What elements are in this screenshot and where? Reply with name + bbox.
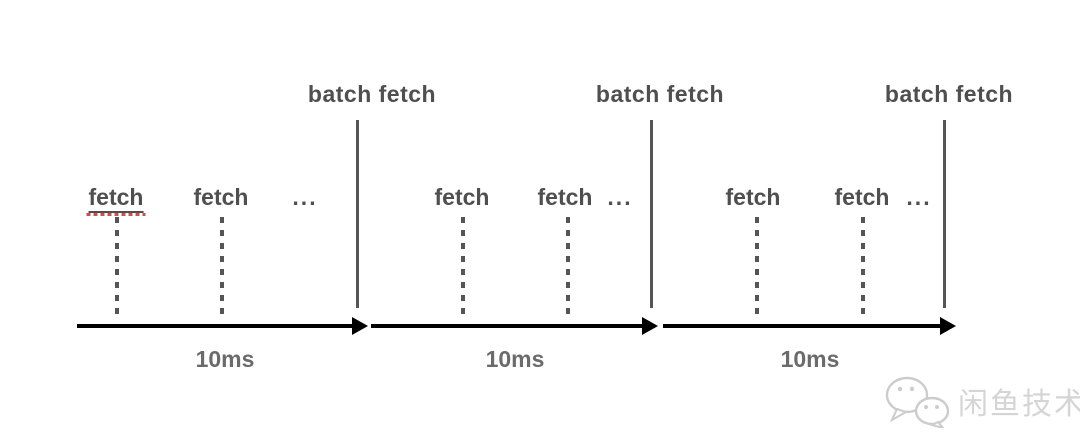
fetch-label: fetch bbox=[725, 184, 781, 210]
arrowhead-icon bbox=[352, 317, 368, 335]
fetch-drop-line bbox=[566, 217, 570, 317]
batch-fetch-label: batch fetch bbox=[884, 81, 1014, 107]
fetch-drop-line bbox=[861, 217, 865, 317]
timeline-arrow bbox=[371, 317, 658, 335]
fetch-drop-line bbox=[220, 217, 224, 317]
batch-fetch-label: batch fetch bbox=[307, 81, 437, 107]
wechat-icon bbox=[885, 376, 950, 428]
fetch-label: fetch bbox=[193, 184, 249, 210]
duration-label: 10ms bbox=[195, 346, 255, 372]
batch-boundary-line bbox=[356, 120, 359, 308]
duration-label: 10ms bbox=[485, 346, 545, 372]
fetch-label-text: fetch bbox=[88, 184, 144, 213]
spellcheck-underline bbox=[86, 213, 146, 216]
more-fetches-ellipsis: ... bbox=[292, 184, 318, 210]
fetch-drop-line bbox=[755, 217, 759, 317]
fetch-label-underlined: fetch bbox=[86, 184, 146, 216]
batch-boundary-line bbox=[650, 120, 653, 308]
more-fetches-ellipsis: ... bbox=[906, 184, 932, 210]
fetch-drop-line bbox=[461, 217, 465, 317]
timeline-arrow bbox=[77, 317, 368, 335]
arrowhead-icon bbox=[642, 317, 658, 335]
fetch-label: fetch bbox=[537, 184, 593, 210]
batch-boundary-line bbox=[943, 120, 946, 308]
timeline-arrow bbox=[663, 317, 956, 335]
fetch-label: fetch bbox=[834, 184, 890, 210]
watermark: 闲鱼技术 bbox=[882, 374, 1080, 428]
duration-label: 10ms bbox=[780, 346, 840, 372]
more-fetches-ellipsis: ... bbox=[607, 184, 633, 210]
batch-fetch-label: batch fetch bbox=[595, 81, 725, 107]
fetch-drop-line bbox=[115, 217, 119, 317]
fetch-label: fetch bbox=[434, 184, 490, 210]
arrowhead-icon bbox=[940, 317, 956, 335]
watermark-text: 闲鱼技术 bbox=[958, 388, 1080, 421]
